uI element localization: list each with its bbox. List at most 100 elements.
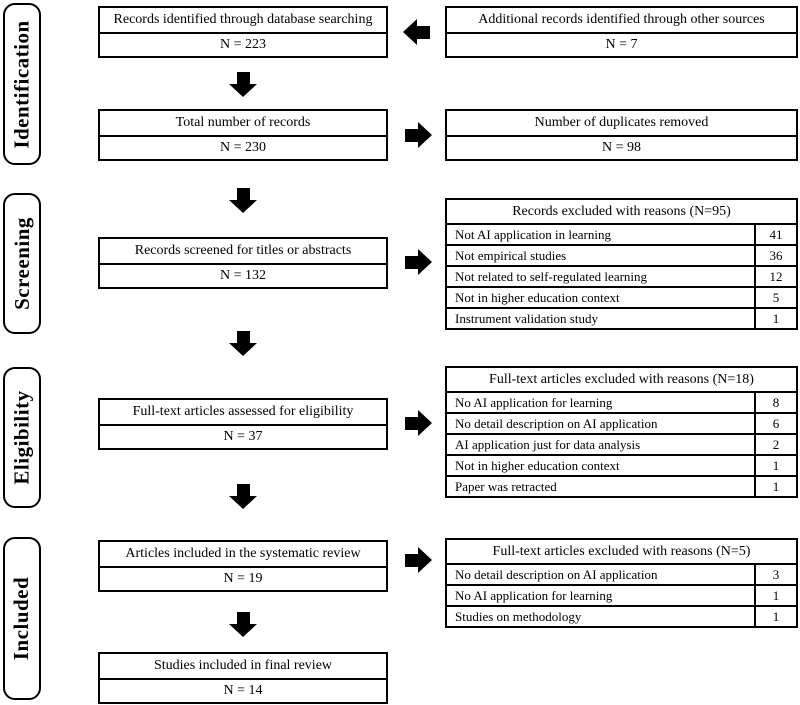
exclusion-count: 8 (772, 395, 780, 410)
down-arrow-icon (229, 331, 257, 356)
exclusion-count: 1 (772, 609, 780, 624)
box-systematic-review: Articles included in the systematic revi… (98, 540, 388, 592)
down-arrow-shaft (236, 188, 250, 200)
exclusion-reason: Paper was retracted (447, 477, 756, 496)
box-systematic-review-n: N = 19 (223, 571, 263, 586)
stage-included: Included (3, 537, 41, 700)
right-arrow-head (418, 410, 432, 436)
exclusion-count: 41 (769, 227, 783, 242)
box-fulltext-assessed-n: N = 37 (223, 429, 263, 444)
right-arrow-shaft (405, 255, 418, 269)
left-arrow-head (403, 19, 417, 45)
exclusion-count: 6 (772, 416, 780, 431)
box-final-review-title: Studies included in final review (100, 654, 386, 680)
exclusion-count: 3 (772, 567, 780, 582)
exclusion-reason: No AI application for learning (447, 586, 756, 605)
box-duplicates-removed: Number of duplicates removed N = 98 (445, 109, 798, 161)
box-records-screened-title: Records screened for titles or abstracts (100, 239, 386, 265)
exclusion-reason: No AI application for learning (447, 393, 756, 412)
exclusion-reason: No detail description on AI application (447, 414, 756, 433)
stage-eligibility: Eligibility (3, 367, 41, 508)
table-included-excluded: Full-text articles excluded with reasons… (445, 538, 798, 628)
box-database-searching-title: Records identified through database sear… (100, 8, 386, 34)
down-arrow-head (229, 84, 257, 97)
box-duplicates-removed-title: Number of duplicates removed (447, 111, 796, 137)
box-other-sources: Additional records identified through ot… (445, 6, 798, 58)
table-row: No AI application for learning 8 (447, 393, 796, 414)
box-records-screened-n: N = 132 (219, 268, 266, 283)
box-total-records: Total number of records N = 230 (98, 109, 388, 161)
right-arrow-head (418, 547, 432, 573)
table-row: Paper was retracted 1 (447, 477, 796, 496)
exclusion-count: 36 (769, 248, 783, 263)
right-arrow-shaft (405, 416, 418, 430)
box-duplicates-removed-n: N = 98 (601, 140, 641, 155)
down-arrow-icon (229, 188, 257, 213)
down-arrow-shaft (236, 484, 250, 496)
down-arrow-icon (229, 612, 257, 637)
exclusion-count: 12 (769, 269, 783, 284)
exclusion-reason: AI application just for data analysis (447, 435, 756, 454)
table-row: No detail description on AI application … (447, 565, 796, 586)
exclusion-count: 1 (772, 588, 780, 603)
exclusion-count: 1 (772, 311, 780, 326)
box-other-sources-n: N = 7 (605, 37, 638, 52)
exclusion-reason: No detail description on AI application (447, 565, 756, 584)
table-included-excluded-header: Full-text articles excluded with reasons… (447, 540, 796, 565)
exclusion-reason: Not in higher education context (447, 456, 756, 475)
exclusion-count: 2 (772, 437, 780, 452)
table-row: Instrument validation study 1 (447, 309, 796, 328)
box-total-records-title: Total number of records (100, 111, 386, 137)
right-arrow-icon (405, 122, 432, 148)
table-row: No detail description on AI application … (447, 414, 796, 435)
table-row: Not AI application in learning 41 (447, 225, 796, 246)
stage-included-label: Included (9, 576, 34, 661)
box-final-review-n: N = 14 (223, 683, 263, 698)
box-records-screened: Records screened for titles or abstracts… (98, 237, 388, 289)
table-row: Not related to self-regulated learning 1… (447, 267, 796, 288)
down-arrow-head (229, 496, 257, 509)
exclusion-count: 1 (772, 479, 780, 494)
exclusion-count: 5 (772, 290, 780, 305)
down-arrow-icon (229, 72, 257, 97)
box-systematic-review-title: Articles included in the systematic revi… (100, 542, 386, 568)
table-row: Not empirical studies 36 (447, 246, 796, 267)
table-screening-excluded: Records excluded with reasons (N=95) Not… (445, 198, 798, 330)
down-arrow-icon (229, 484, 257, 509)
down-arrow-shaft (236, 612, 250, 624)
table-row: No AI application for learning 1 (447, 586, 796, 607)
exclusion-reason: Not related to self-regulated learning (447, 267, 756, 286)
box-final-review: Studies included in final review N = 14 (98, 652, 388, 704)
stage-identification: Identification (3, 3, 41, 165)
table-row: Not in higher education context 5 (447, 288, 796, 309)
box-database-searching-n: N = 223 (219, 37, 266, 52)
exclusion-reason: Instrument validation study (447, 309, 756, 328)
box-total-records-n: N = 230 (219, 140, 266, 155)
right-arrow-shaft (405, 553, 418, 567)
right-arrow-shaft (405, 128, 418, 142)
table-row: Studies on methodology 1 (447, 607, 796, 626)
box-other-sources-title: Additional records identified through ot… (447, 8, 796, 34)
down-arrow-head (229, 624, 257, 637)
left-arrow-shaft (417, 25, 430, 39)
stage-screening: Screening (3, 193, 41, 334)
table-eligibility-excluded: Full-text articles excluded with reasons… (445, 366, 798, 498)
table-eligibility-excluded-header: Full-text articles excluded with reasons… (447, 368, 796, 393)
stage-screening-label: Screening (9, 217, 34, 310)
table-row: Not in higher education context 1 (447, 456, 796, 477)
table-row: AI application just for data analysis 2 (447, 435, 796, 456)
exclusion-reason: Not empirical studies (447, 246, 756, 265)
right-arrow-head (418, 122, 432, 148)
down-arrow-head (229, 200, 257, 213)
right-arrow-icon (405, 547, 432, 573)
stage-identification-label: Identification (9, 19, 34, 149)
exclusion-reason: Studies on methodology (447, 607, 756, 626)
right-arrow-icon (405, 249, 432, 275)
right-arrow-head (418, 249, 432, 275)
table-screening-excluded-header: Records excluded with reasons (N=95) (447, 200, 796, 225)
exclusion-reason: Not AI application in learning (447, 225, 756, 244)
down-arrow-shaft (236, 72, 250, 84)
left-arrow-icon (403, 19, 430, 45)
down-arrow-shaft (236, 331, 250, 343)
